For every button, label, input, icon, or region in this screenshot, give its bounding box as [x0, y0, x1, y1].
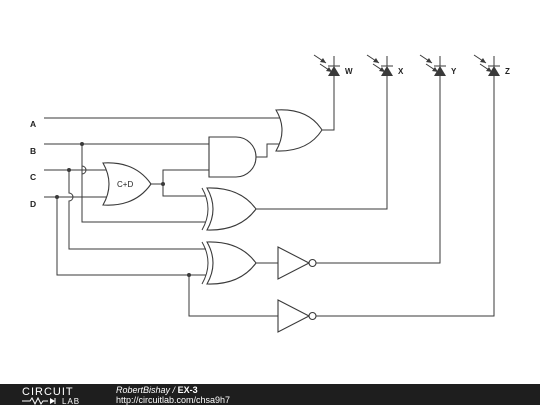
wire-d-to-not-z: [188, 275, 278, 317]
not-gate-y-bubble: [308, 258, 317, 268]
not-gate-z: [277, 299, 311, 333]
and-gate: [208, 136, 257, 178]
led-w-icon: [313, 54, 340, 76]
footer-bar: CIRCUIT LAB RobertBishay / EX-3 http://c…: [0, 384, 540, 405]
led-x-icon: [366, 54, 393, 76]
input-label-c: C: [30, 172, 36, 182]
attribution-separator: /: [172, 385, 176, 395]
circuit-schematic: A B C D C+D: [30, 54, 510, 333]
junction-c: [67, 168, 71, 172]
wire-or-to-xor1: [162, 184, 206, 197]
circuit-url[interactable]: http://circuitlab.com/chsa9h7: [116, 395, 231, 405]
or-gate-w: [275, 109, 323, 152]
logo-text-top: CIRCUIT: [22, 386, 74, 398]
output-label-y: Y: [451, 67, 457, 76]
wire-and-out: [256, 143, 282, 158]
output-label-z: Z: [505, 67, 510, 76]
wire-b-hop: [81, 165, 87, 175]
wire-y: [316, 76, 441, 264]
wire-x: [256, 76, 388, 210]
wire-c-branch: [68, 170, 206, 250]
wire-or-to-and: [162, 169, 209, 184]
junction-b: [80, 142, 84, 146]
not-gate-z-bubble: [308, 311, 317, 321]
logo-resistor-icon: [22, 396, 48, 405]
logo-text-bottom: LAB: [62, 397, 80, 405]
input-label-a: A: [30, 119, 36, 129]
or-gate-c-plus-d: [102, 162, 152, 206]
xor2-back-curve: [201, 241, 209, 285]
not-gate-y: [277, 246, 311, 280]
circuit-title[interactable]: EX-3: [177, 385, 198, 395]
wire-d-branch: [56, 197, 206, 276]
or-gate-label: C+D: [117, 180, 133, 189]
output-label-w: W: [345, 67, 353, 76]
xor1-back-curve: [201, 187, 209, 231]
input-label-d: D: [30, 199, 36, 209]
input-label-b: B: [30, 146, 36, 156]
output-label-x: X: [398, 67, 404, 76]
junction-d: [55, 195, 59, 199]
xor-gate-x: [206, 187, 257, 231]
circuitlab-logo[interactable]: CIRCUIT LAB: [8, 385, 108, 405]
led-z-icon: [473, 54, 500, 76]
wire-w: [322, 76, 335, 131]
logo-diode-icon: [50, 398, 55, 404]
wire-z: [316, 76, 495, 317]
circuit-attribution: RobertBishay / EX-3: [116, 385, 198, 395]
led-y-icon: [419, 54, 446, 76]
xor-gate-y: [206, 241, 257, 285]
author-name[interactable]: RobertBishay: [116, 385, 171, 395]
wire-b-branch: [81, 144, 206, 223]
